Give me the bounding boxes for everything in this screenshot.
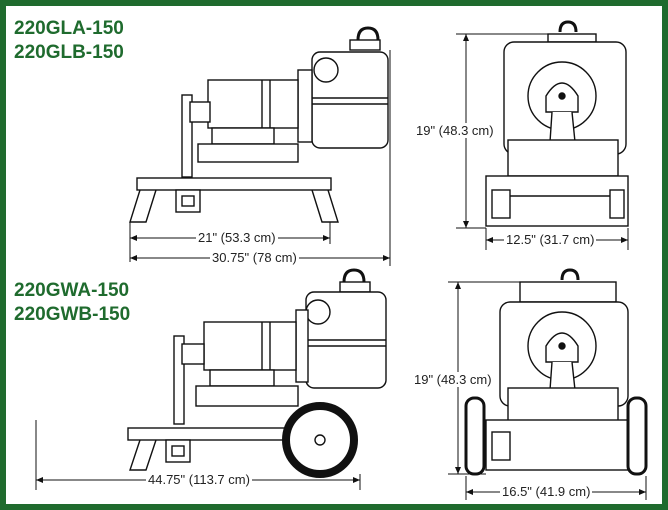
top-end-view [485, 20, 629, 227]
dim-bottom-end-height: 19" (48.3 cm) [412, 372, 494, 387]
bottom-side-view [127, 268, 387, 478]
dim-top-end-width: 12.5" (31.7 cm) [504, 232, 597, 247]
dim-top-end-height: 19" (48.3 cm) [414, 123, 496, 138]
dim-bottom-end-width: 16.5" (41.9 cm) [500, 484, 593, 499]
bottom-end-view [464, 268, 648, 476]
model-title-top-2: 220GLB-150 [14, 42, 124, 63]
dim-bottom-side-length: 44.75" (113.7 cm) [146, 472, 252, 487]
dim-top-side-overall-width: 30.75" (78 cm) [210, 250, 299, 265]
top-side-view [129, 26, 389, 223]
model-title-bottom-2: 220GWB-150 [14, 304, 131, 325]
dimension-lines [35, 33, 647, 500]
dimension-arrowheads [36, 34, 646, 495]
model-title-bottom-1: 220GWA-150 [14, 280, 130, 301]
dim-top-side-inner-width: 21" (53.3 cm) [196, 230, 278, 245]
model-title-top-1: 220GLA-150 [14, 18, 124, 39]
